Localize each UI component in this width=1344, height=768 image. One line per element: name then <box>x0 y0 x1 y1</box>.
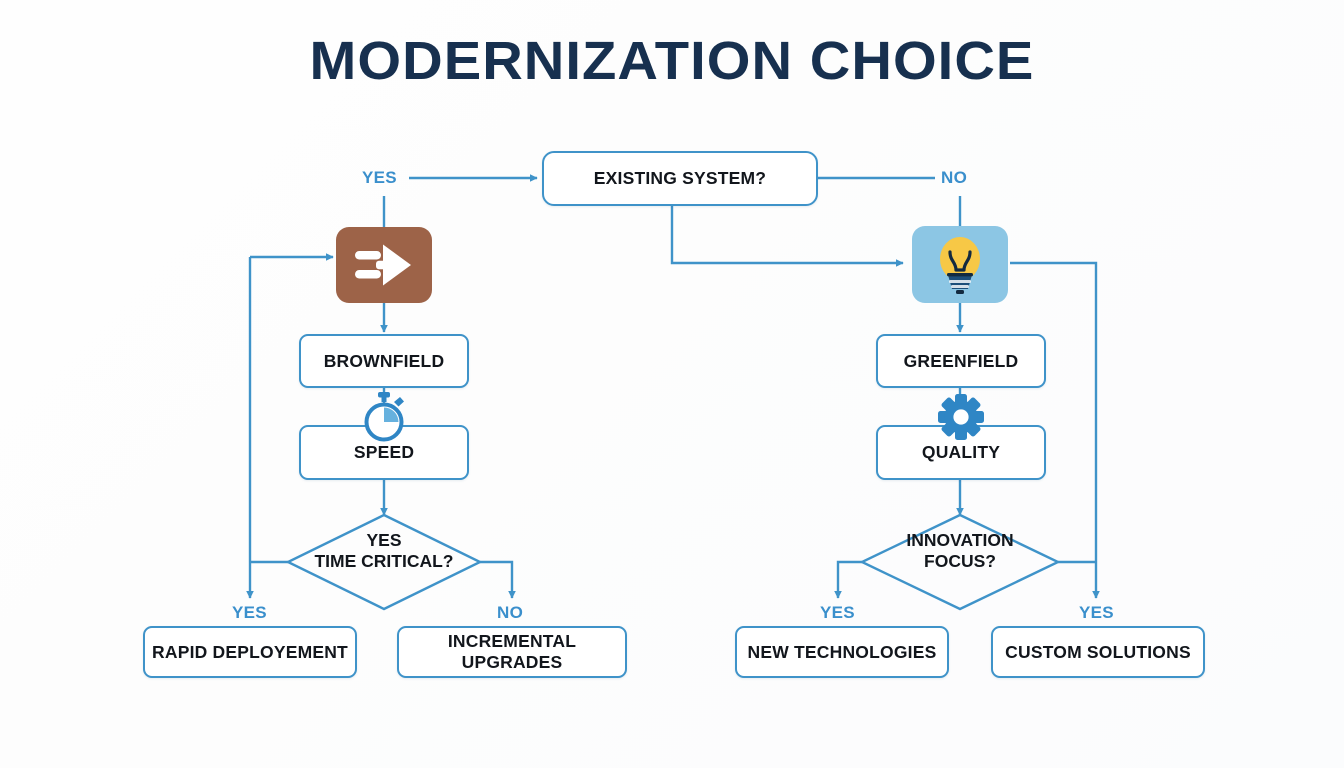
lightbulb-glyph <box>940 236 980 294</box>
gear-icon <box>936 392 986 444</box>
wire-timecritical-no <box>480 560 516 599</box>
lightbulb-icon <box>912 226 1008 303</box>
decision-time-critical-line1: YES <box>366 530 402 550</box>
node-custom-solutions-label: CUSTOM SOLUTIONS <box>1005 641 1191 662</box>
edge-label-time-critical-no: NO <box>497 603 524 622</box>
decision-innovation-focus-line1: INNOVATION <box>906 530 1014 550</box>
node-rapid-deployement[interactable]: RAPID DEPLOYEMENT <box>143 626 357 678</box>
decision-innovation-focus-label: INNOVATION FOCUS? <box>860 530 1060 573</box>
decision-time-critical-line2: TIME CRITICAL? <box>314 551 454 572</box>
edge-label-innovation-yes-left: YES <box>820 603 855 622</box>
wire-innovation-yes-left <box>834 560 862 599</box>
node-brownfield-label: BROWNFIELD <box>323 350 445 371</box>
stopwatch-glyph <box>364 392 404 442</box>
node-new-technologies[interactable]: NEW TECHNOLOGIES <box>735 626 949 678</box>
edge-label-root-yes: YES <box>362 168 397 187</box>
edge-label-root-no: NO <box>941 168 968 187</box>
stopwatch-icon <box>360 392 408 444</box>
node-speed-label: SPEED <box>353 442 415 462</box>
node-existing-system[interactable]: EXISTING SYSTEM? <box>542 151 818 206</box>
wire-root-bottom-to-greenfield-icon <box>670 206 904 267</box>
node-greenfield-label: GREENFIELD <box>903 350 1019 371</box>
migration-arrow-icon <box>336 227 432 303</box>
node-rapid-deployement-label: RAPID DEPLOYEMENT <box>152 641 348 662</box>
node-existing-system-label: EXISTING SYSTEM? <box>593 168 767 188</box>
node-brownfield[interactable]: BROWNFIELD <box>299 334 469 388</box>
decision-innovation-focus-line2: FOCUS? <box>924 551 996 572</box>
node-speed[interactable]: SPEED <box>299 425 469 480</box>
gear-glyph <box>938 394 984 440</box>
decision-time-critical-label: YES TIME CRITICAL? <box>284 530 484 573</box>
node-greenfield[interactable]: GREENFIELD <box>876 334 1046 388</box>
edge-label-time-critical-yes: YES <box>232 603 267 622</box>
node-incremental-upgrades-label: INCREMENTAL UPGRADES <box>447 631 577 672</box>
node-incremental-upgrades[interactable]: INCREMENTAL UPGRADES <box>397 626 627 678</box>
migration-arrow-glyph <box>355 244 411 286</box>
edge-label-innovation-yes-right: YES <box>1079 603 1114 622</box>
node-new-technologies-label: NEW TECHNOLOGIES <box>747 641 937 662</box>
page-title: MODERNIZATION CHOICE <box>309 31 1035 91</box>
node-custom-solutions[interactable]: CUSTOM SOLUTIONS <box>991 626 1205 678</box>
node-quality-label: QUALITY <box>921 442 1001 462</box>
